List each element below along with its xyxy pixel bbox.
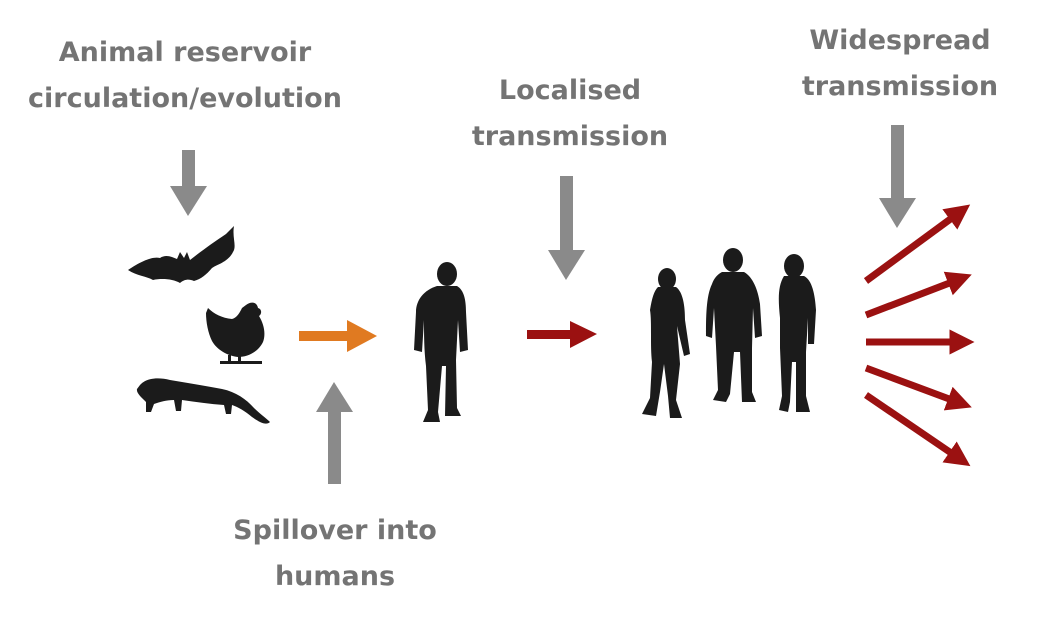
arrow-down-localised xyxy=(548,176,585,280)
localised-arrow xyxy=(527,321,597,348)
woman-icon xyxy=(778,254,816,412)
fan-arrow xyxy=(863,204,971,284)
spillover-label-line: Spillover into xyxy=(233,515,437,546)
widespread-label-line: transmission xyxy=(801,71,999,102)
localised-label: Localised transmission xyxy=(455,68,685,160)
reservoir-label-line: circulation/evolution xyxy=(28,83,342,114)
fan-arrow xyxy=(864,271,972,319)
spillover-label: Spillover into humans xyxy=(220,508,450,600)
localised-label-line: Localised xyxy=(498,75,642,106)
chicken-icon xyxy=(206,302,265,364)
spillover-label-line: humans xyxy=(274,561,396,592)
arrow-down-widespread xyxy=(879,125,916,228)
localised-label-line: transmission xyxy=(471,121,669,152)
bat-icon xyxy=(128,226,235,283)
widespread-label: Widespread transmission xyxy=(790,18,1010,110)
man-icon xyxy=(706,248,762,402)
widespread-arrows xyxy=(863,204,975,467)
reservoir-label: Animal reservoir circulation/evolution xyxy=(20,30,350,122)
arrow-up-spillover xyxy=(316,382,353,484)
woman-icon xyxy=(642,268,690,418)
person-icon xyxy=(414,262,468,422)
fan-arrow xyxy=(864,392,971,467)
reservoir-label-line: Animal reservoir xyxy=(58,37,312,68)
fan-arrow xyxy=(864,364,972,411)
civet-icon xyxy=(136,378,270,424)
spillover-arrow xyxy=(299,320,377,352)
arrow-down-reservoir xyxy=(170,150,207,216)
widespread-label-line: Widespread xyxy=(809,25,991,56)
